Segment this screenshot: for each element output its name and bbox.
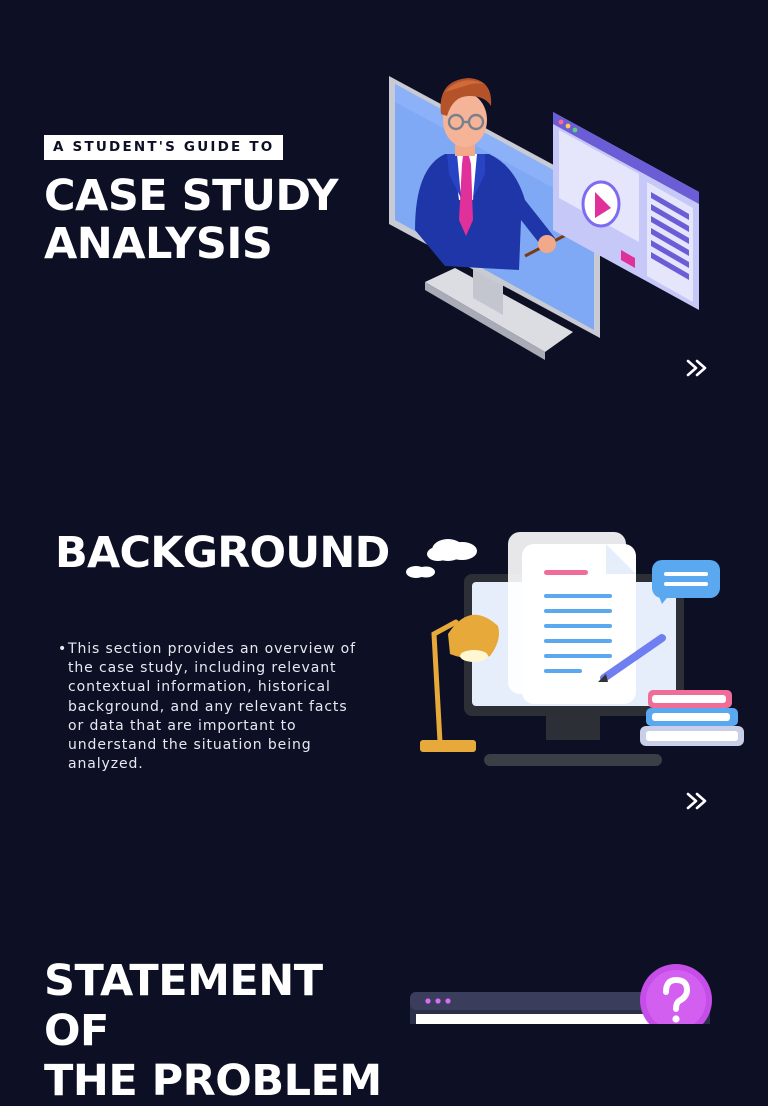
desk-document-illustration	[400, 530, 750, 770]
statement-heading: STATEMENT OF THE PROBLEM	[44, 956, 382, 1106]
background-bullet-1: This section provides an overview of the…	[58, 640, 358, 774]
next-section-button-2[interactable]	[683, 786, 713, 816]
cloud-icon	[406, 539, 477, 578]
next-section-button-1[interactable]	[683, 353, 713, 383]
background-heading: BACKGROUND	[55, 528, 390, 578]
guide-tag: A STUDENT'S GUIDE TO	[44, 135, 284, 160]
question-browser-illustration	[408, 962, 718, 1024]
double-chevron-right-icon	[686, 359, 707, 377]
question-mark-icon	[640, 964, 712, 1024]
page-title: CASE STUDY ANALYSIS	[44, 171, 339, 269]
teacher-monitor-illustration	[385, 70, 705, 365]
background-bullet-list: This section provides an overview of the…	[58, 640, 358, 774]
double-chevron-right-icon	[686, 792, 707, 810]
